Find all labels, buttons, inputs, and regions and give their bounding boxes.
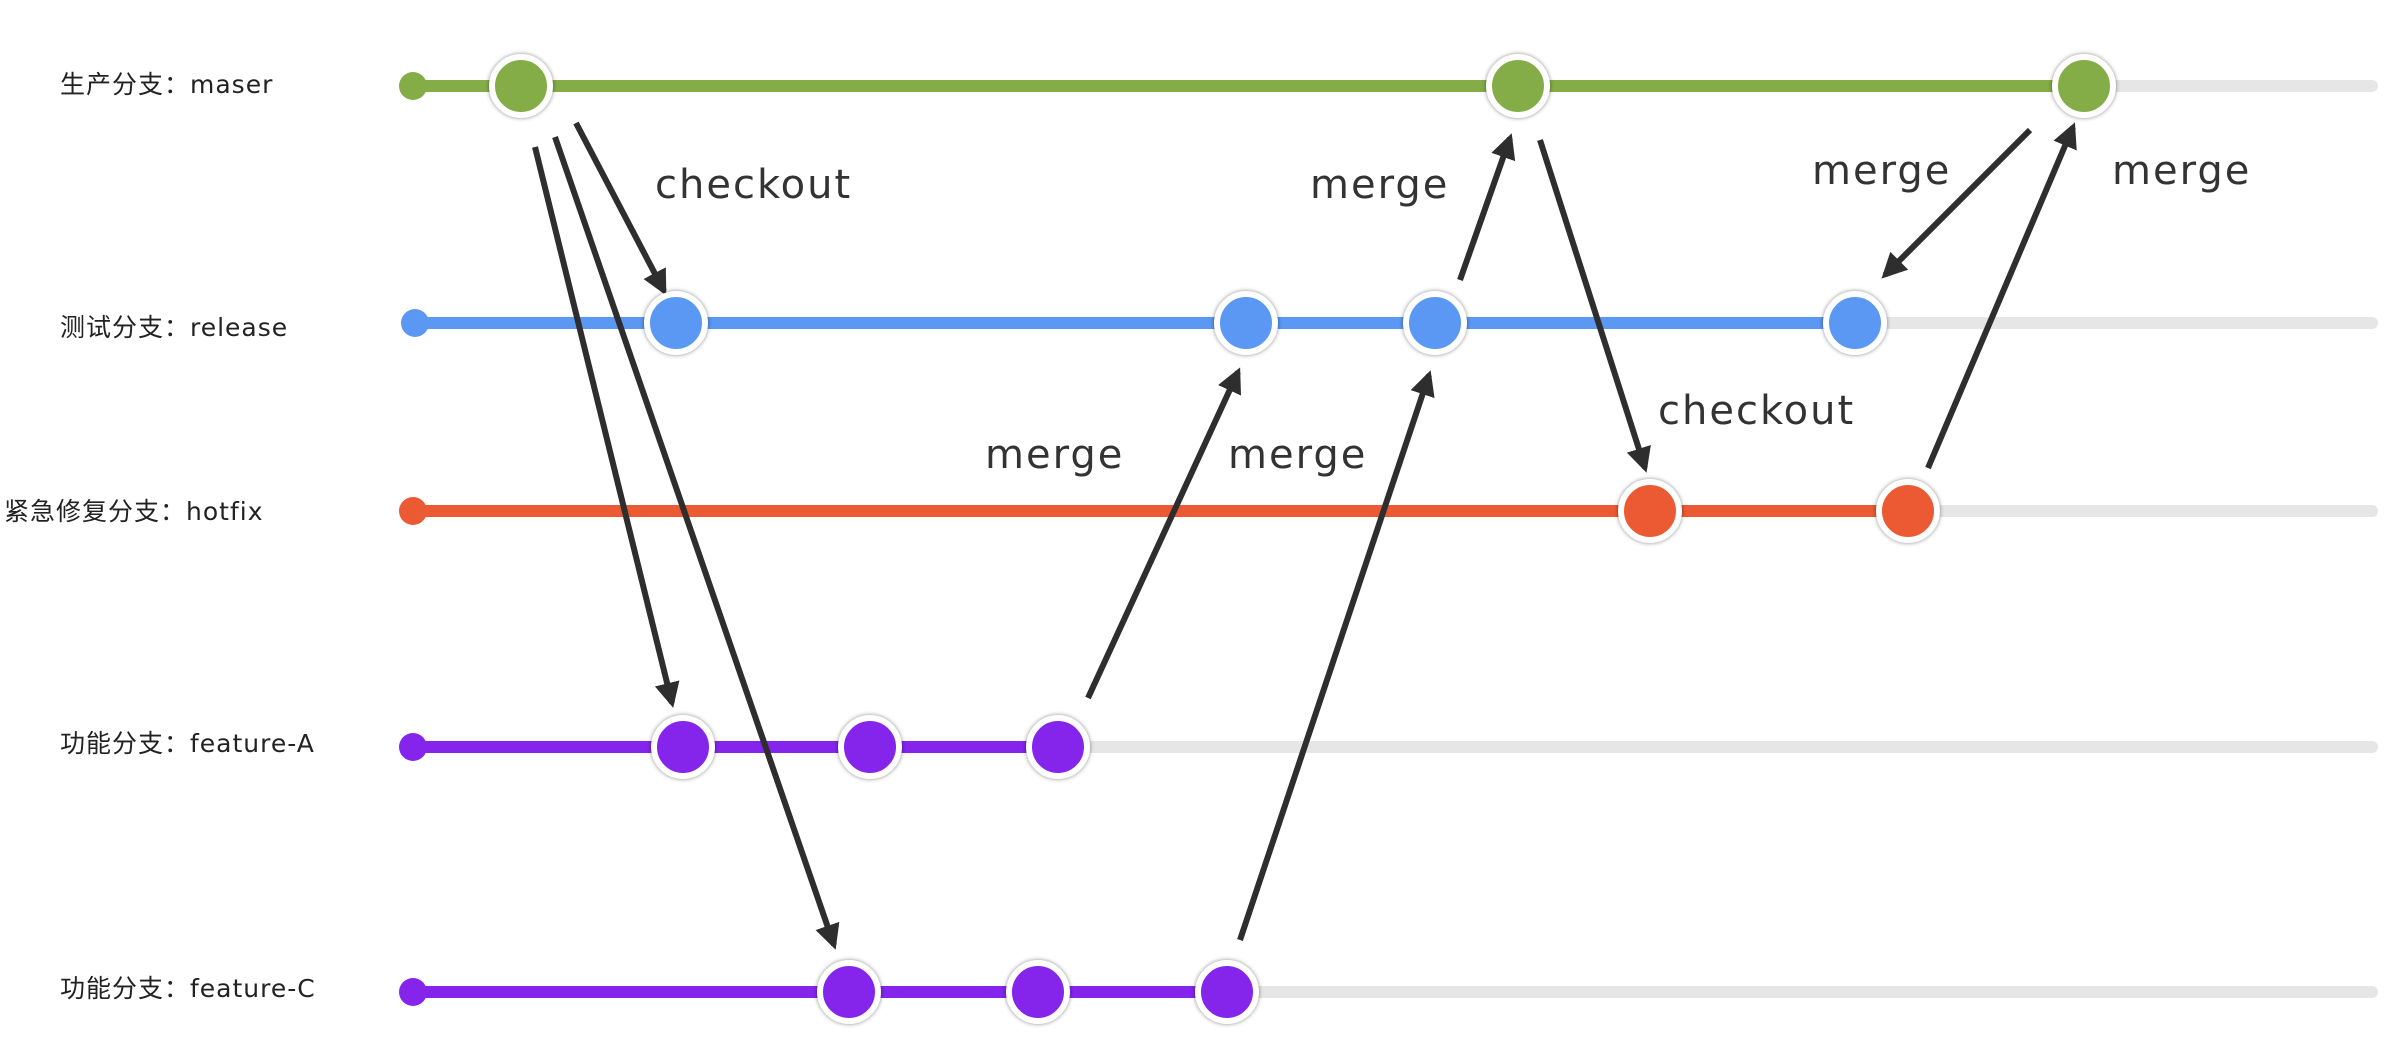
branch-master-label: 生产分支：maser xyxy=(60,70,273,99)
edge-label-merge-master-release: merge xyxy=(1812,148,1951,194)
commit-node-hotfix-2 xyxy=(1876,479,1940,543)
edge-release-to-master-merge xyxy=(1457,133,1516,281)
edge-hotfix-to-master-merge xyxy=(1925,122,2077,470)
commit-node-feature-a-2 xyxy=(838,715,902,779)
edge-labels: checkout merge merge merge checkout merg… xyxy=(655,148,2251,478)
edge-label-checkout-master-hotfix: checkout xyxy=(1658,388,1855,434)
branch-hotfix-start-dot xyxy=(399,497,427,525)
edge-label-merge-hotfix-master: merge xyxy=(2112,148,2251,194)
edge-master-to-release-checkout xyxy=(573,121,667,296)
edge-feature-a-to-release-merge xyxy=(1085,367,1242,700)
branch-hotfix-label: 紧急修复分支：hotfix xyxy=(4,497,264,526)
commit-node-master-2 xyxy=(1486,54,1550,118)
commit-node-feature-a-3 xyxy=(1026,715,1090,779)
commit-node-release-1 xyxy=(644,291,708,355)
branch-release-start-dot xyxy=(401,309,429,337)
branch-release-label: 测试分支：release xyxy=(60,313,288,342)
edge-label-merge-feature-c: merge xyxy=(1228,432,1367,478)
commit-nodes xyxy=(489,54,2116,1024)
branch-feature-a-start-dot xyxy=(399,733,427,761)
edge-label-checkout-master-release: checkout xyxy=(655,162,852,208)
commit-node-feature-c-2 xyxy=(1006,960,1070,1024)
branch-feature-a-label: 功能分支：feature-A xyxy=(60,729,315,758)
commit-node-hotfix-1 xyxy=(1618,479,1682,543)
edge-label-merge-feature-a: merge xyxy=(985,432,1124,478)
branch-hotfix: 紧急修复分支：hotfix xyxy=(4,497,2378,526)
edges xyxy=(532,121,2077,950)
commit-node-master-1 xyxy=(489,54,553,118)
edge-master-to-release-merge xyxy=(1881,127,2033,279)
branch-master-start-dot xyxy=(399,72,427,100)
commit-node-release-3 xyxy=(1403,291,1467,355)
commit-node-release-4 xyxy=(1823,291,1887,355)
commit-node-feature-a-1 xyxy=(651,715,715,779)
commit-node-release-2 xyxy=(1214,291,1278,355)
edge-master-to-feature-a xyxy=(532,146,680,708)
edge-label-merge-release-master: merge xyxy=(1310,162,1449,208)
edge-master-to-hotfix-checkout xyxy=(1537,139,1651,473)
commit-node-feature-c-1 xyxy=(817,960,881,1024)
edge-master-to-feature-c xyxy=(552,136,840,950)
branch-feature-a: 功能分支：feature-A xyxy=(60,729,2378,761)
commit-node-feature-c-3 xyxy=(1195,960,1259,1024)
branch-master: 生产分支：maser xyxy=(60,70,2378,100)
branch-feature-c-label: 功能分支：feature-C xyxy=(60,974,316,1003)
commit-node-master-3 xyxy=(2052,54,2116,118)
edge-feature-c-to-release-merge xyxy=(1237,370,1435,941)
branch-feature-c-start-dot xyxy=(399,978,427,1006)
